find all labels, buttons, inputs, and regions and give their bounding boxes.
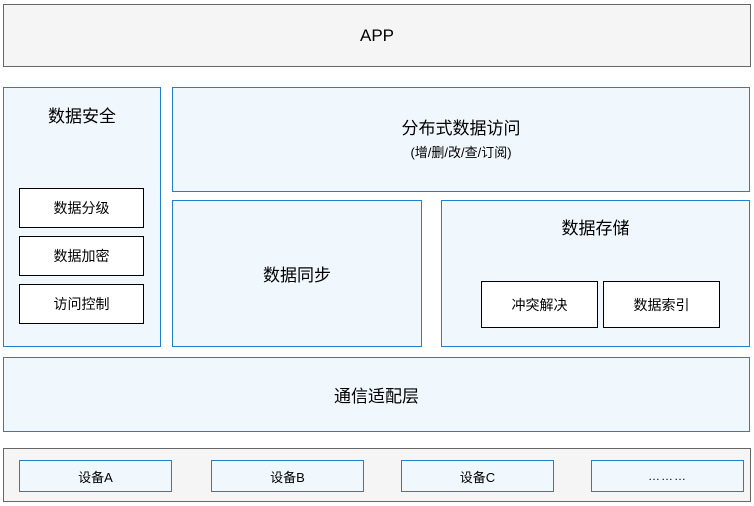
data-storage-item-label: 冲突解决 — [511, 296, 568, 313]
device-chip-label: 设备C — [459, 469, 496, 485]
data-security-item-label: 访问控制 — [53, 296, 110, 312]
data-storage-item-data-index: 数据索引 — [603, 281, 720, 328]
device-chip-ellipsis-label: ……… — [648, 469, 687, 483]
app-layer-label: APP — [359, 25, 395, 45]
device-chip-label: 设备A — [78, 469, 113, 485]
device-chip-c: 设备C — [401, 460, 554, 492]
data-security-item-label: 数据加密 — [53, 248, 110, 264]
data-security-item-encryption: 数据加密 — [19, 236, 144, 276]
app-layer-box: APP — [3, 4, 751, 67]
communication-adaptation-layer-label: 通信适配层 — [334, 387, 419, 406]
data-storage-box: 数据存储 冲突解决 数据索引 — [441, 200, 750, 347]
data-security-box: 数据安全 数据分级 数据加密 访问控制 — [3, 87, 161, 347]
communication-adaptation-layer-box: 通信适配层 — [3, 357, 750, 432]
device-chip-label: 设备B — [270, 469, 305, 485]
data-storage-item-label: 数据索引 — [633, 296, 690, 313]
data-security-item-classification: 数据分级 — [19, 188, 144, 228]
distributed-data-access-box: 分布式数据访问 (增/删/改/查/订阅) — [172, 87, 750, 192]
device-layer-box: 设备A 设备B 设备C ……… — [3, 448, 751, 502]
device-chip-more: ……… — [591, 460, 744, 492]
device-chip-b: 设备B — [211, 460, 364, 492]
data-security-item-label: 数据分级 — [53, 200, 110, 216]
device-chip-a: 设备A — [19, 460, 172, 492]
distributed-data-access-label: 分布式数据访问 — [401, 118, 521, 138]
distributed-data-access-sublabel: (增/删/改/查/订阅) — [410, 144, 512, 160]
data-security-title: 数据安全 — [48, 107, 116, 126]
data-storage-title: 数据存储 — [561, 219, 630, 238]
data-security-item-access-control: 访问控制 — [19, 284, 144, 324]
data-sync-box: 数据同步 — [172, 200, 422, 347]
data-storage-item-conflict-resolution: 冲突解决 — [481, 281, 598, 328]
data-sync-label: 数据同步 — [263, 266, 331, 285]
